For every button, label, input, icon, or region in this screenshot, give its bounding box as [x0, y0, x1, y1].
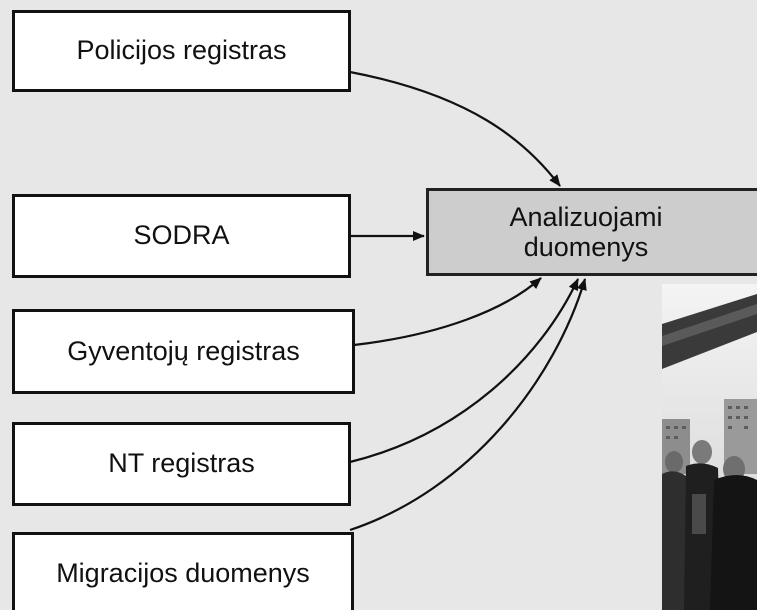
- edge-gyventoju-to-target: [353, 277, 542, 347]
- edge-migracija-to-target: [349, 278, 587, 532]
- source-box-gyventoju: Gyventojų registras: [12, 309, 355, 394]
- target-label-line1: Analizuojami: [509, 201, 663, 232]
- source-box-nt: NT registras: [12, 422, 351, 506]
- edge-policija-to-target: [349, 70, 561, 187]
- source-box-sodra: SODRA: [12, 194, 351, 278]
- source-label-migracija: Migracijos duomenys: [56, 558, 310, 589]
- source-box-policija: Policijos registras: [12, 10, 351, 92]
- source-label-sodra: SODRA: [133, 220, 230, 251]
- crowd-photo: [662, 284, 757, 610]
- crowd-photo-image: [662, 284, 757, 610]
- target-label-line2: duomenys: [523, 232, 649, 262]
- source-label-gyventoju: Gyventojų registras: [67, 335, 300, 366]
- edge-nt-to-target: [349, 278, 579, 464]
- source-label-nt: NT registras: [108, 448, 255, 479]
- source-label-policija: Policijos registras: [76, 35, 287, 66]
- target-box: Analizuojami duomenys: [426, 188, 757, 276]
- source-box-migracija: Migracijos duomenys: [12, 532, 354, 610]
